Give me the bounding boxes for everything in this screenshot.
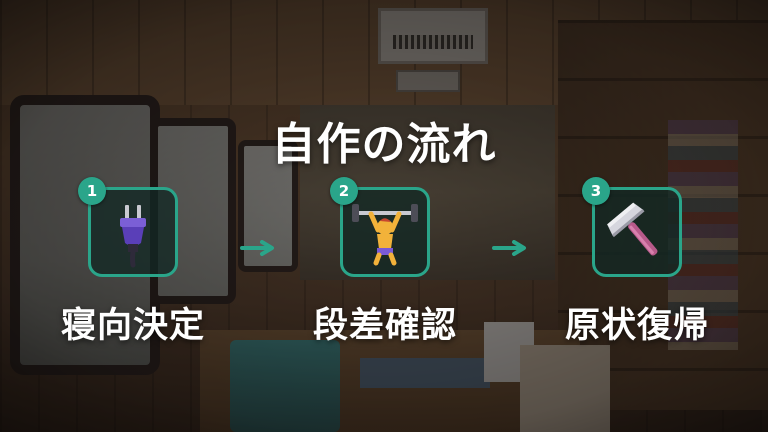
arrow-right-icon	[240, 240, 274, 256]
step-number-badge: 3	[582, 177, 610, 205]
hammer-icon	[607, 202, 658, 256]
electric-plug-icon	[120, 205, 146, 268]
step-label: 段差確認	[312, 306, 457, 346]
step-label: 原状復帰	[564, 306, 709, 346]
step-2: 2 段差確認	[313, 177, 456, 346]
step-number-badge: 1	[78, 177, 106, 205]
arrow-right-icon	[492, 240, 526, 256]
weight-lifter-icon	[352, 204, 418, 266]
step-number-badge: 2	[330, 177, 358, 205]
step-1: 1 寝向決定	[61, 177, 204, 346]
step-label: 寝向決定	[60, 306, 205, 346]
page-title: 自作の流れ	[271, 119, 497, 170]
step-3: 3 原状復帰	[565, 177, 708, 346]
